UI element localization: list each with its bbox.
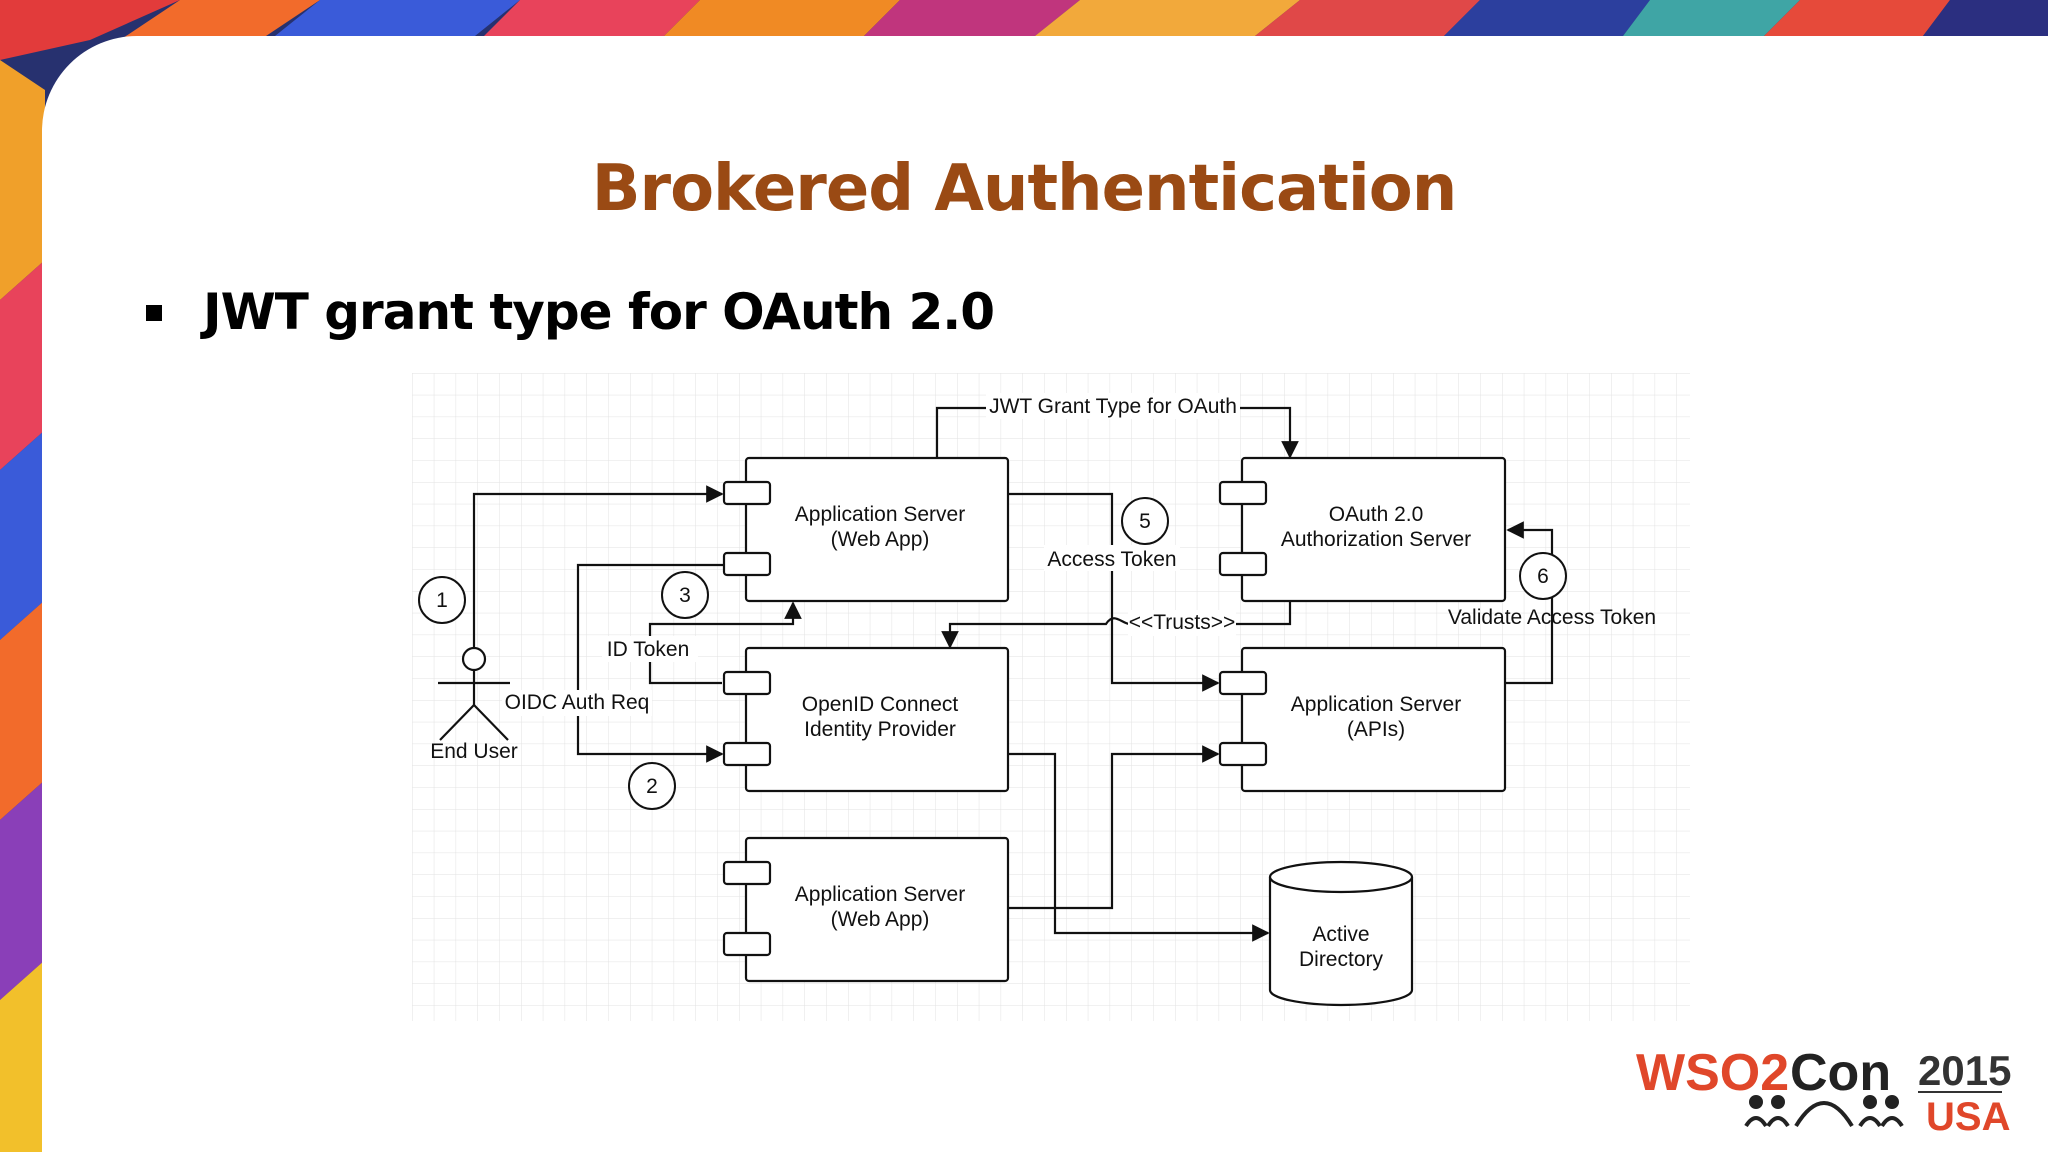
- bullet-marker: [146, 305, 162, 321]
- edge-oidc-auth-req: [576, 563, 734, 763]
- step-marker-6: [1519, 552, 1567, 600]
- node-app-server-web-1: [722, 456, 1010, 603]
- logo-people-icon: [1744, 1095, 1904, 1128]
- validate-token-label: Validate Access Token: [1448, 606, 1656, 629]
- oauth-line1: OAuth 2.0: [1329, 503, 1424, 526]
- app-web-1-line2: (Web App): [831, 528, 930, 551]
- step-marker-2: [628, 762, 676, 810]
- apis-line2: (APIs): [1347, 718, 1405, 741]
- oidc-line2: Identity Provider: [804, 718, 956, 741]
- step-2-label: 2: [646, 775, 658, 798]
- node-active-directory: [1268, 860, 1414, 1007]
- id-token-label: ID Token: [607, 638, 690, 661]
- app-web-2-line2: (Web App): [831, 908, 930, 931]
- step-5-label: 5: [1139, 510, 1151, 533]
- edge-validate-token: [1505, 521, 1554, 685]
- edge-user-to-appweb: [472, 485, 724, 651]
- apis-line1: Application Server: [1291, 693, 1461, 716]
- oidc-line1: OpenID Connect: [802, 693, 959, 716]
- app-web-2-line1: Application Server: [795, 883, 965, 906]
- oauth-line2: Authorization Server: [1281, 528, 1471, 551]
- step-1-label: 1: [436, 589, 448, 612]
- slide-title: Brokered Authentication: [591, 152, 1458, 226]
- logo-con-text: Con: [1790, 1044, 1891, 1102]
- edge-id-token: [648, 601, 802, 685]
- step-marker-3: [661, 571, 709, 619]
- node-oidc-idp: [722, 646, 1010, 793]
- oidc-auth-req-label: OIDC Auth Req: [505, 691, 650, 714]
- step-marker-5: [1121, 497, 1169, 545]
- app-web-1-line1: Application Server: [795, 503, 965, 526]
- ad-line1: Active: [1312, 923, 1369, 946]
- step-3-label: 3: [679, 584, 691, 607]
- jwt-grant-label: JWT Grant Type for OAuth: [989, 395, 1237, 418]
- ad-line2: Directory: [1299, 948, 1384, 971]
- access-token-label: Access Token: [1047, 548, 1176, 571]
- edge-appweb2-to-apis: [1008, 745, 1220, 910]
- logo-year-text: 2015: [1918, 1047, 2011, 1094]
- node-oauth-server: [1218, 456, 1507, 603]
- logo-country-text: USA: [1926, 1095, 2010, 1139]
- trusts-label: <<Trusts>>: [1129, 611, 1236, 634]
- node-app-server-web-2: [722, 836, 1010, 983]
- bullet-text: JWT grant type for OAuth 2.0: [203, 283, 995, 341]
- edge-oidc-to-ad: [1008, 752, 1270, 942]
- end-user-label: End User: [430, 740, 518, 763]
- end-user-actor: [438, 646, 510, 741]
- wso2con-logo: WSO2 Con 2015 USA: [1636, 1044, 2011, 1139]
- step-6-label: 6: [1537, 565, 1549, 588]
- node-app-server-apis: [1218, 646, 1507, 793]
- edge-access-token: [1008, 492, 1220, 692]
- step-marker-1: [418, 576, 466, 624]
- logo-wso-text: WSO2: [1636, 1044, 1789, 1102]
